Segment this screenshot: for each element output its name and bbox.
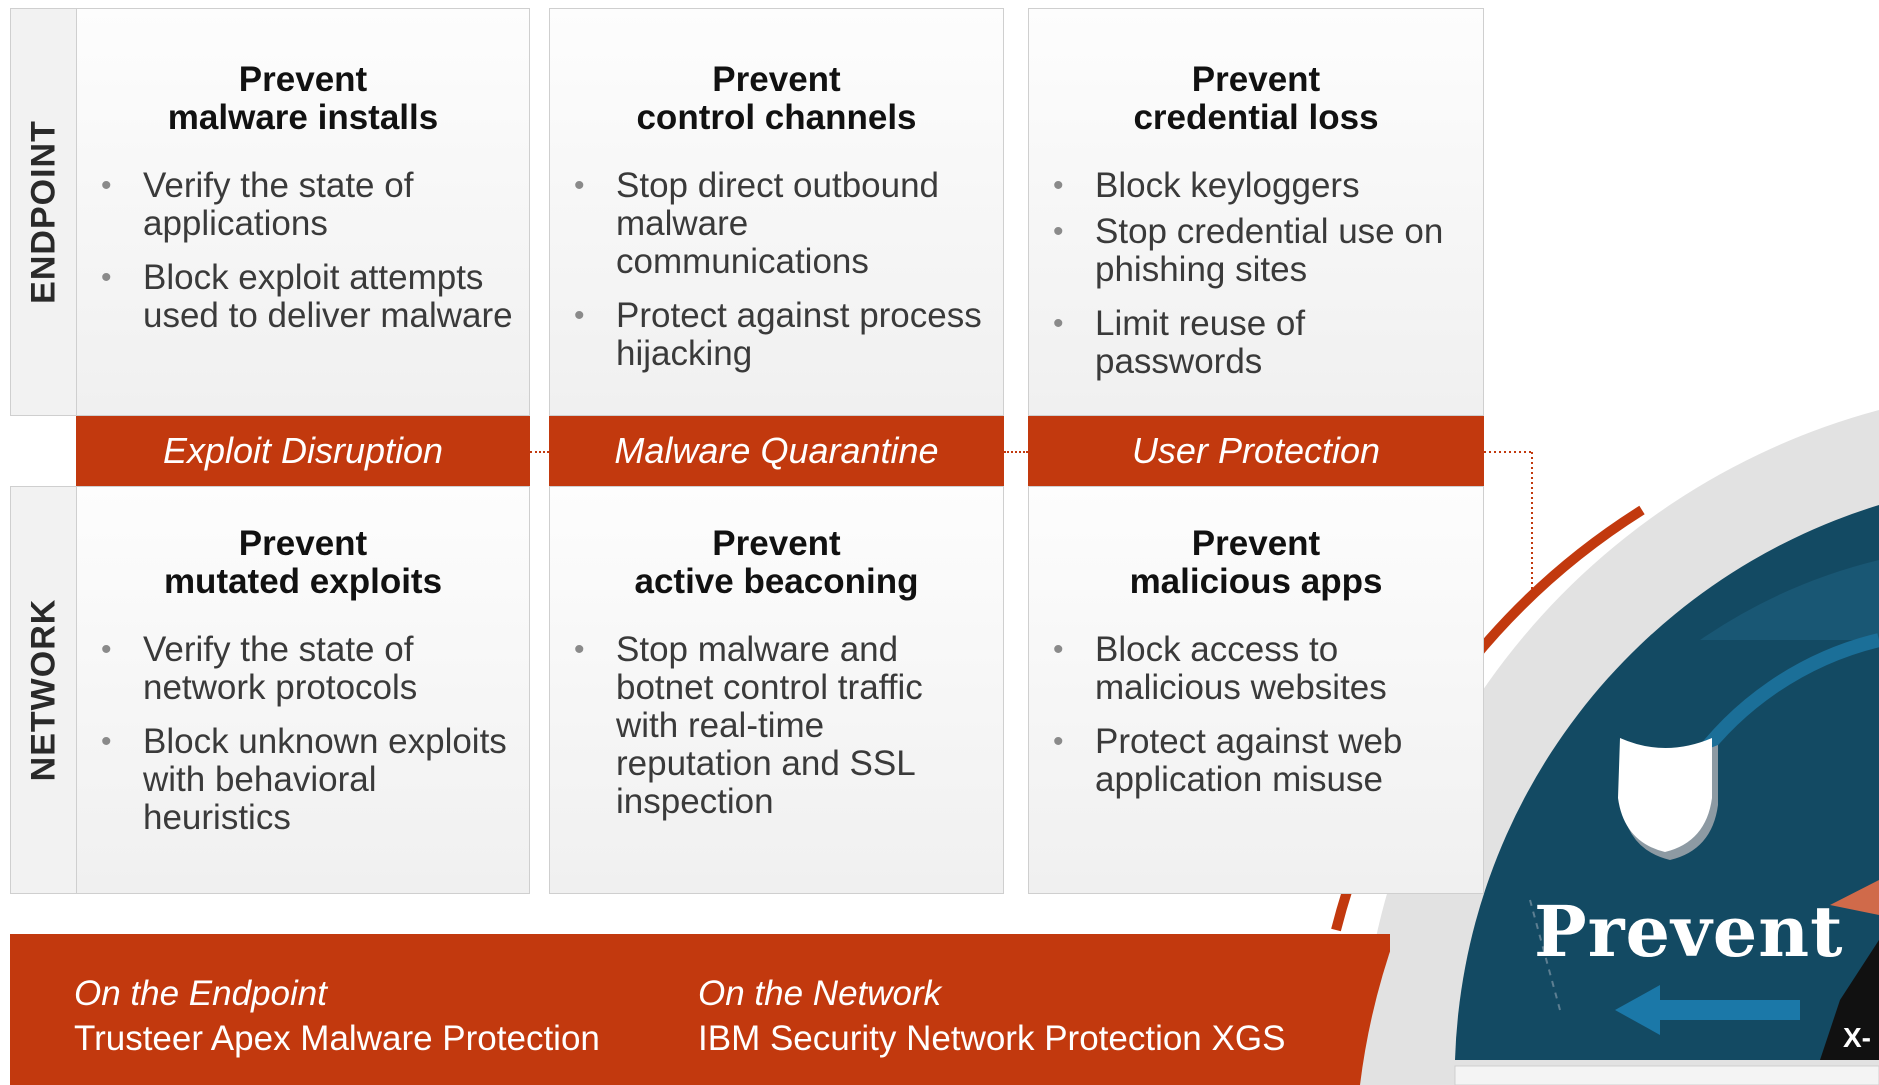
card-prevent-malware-installs: Prevent malware installs Verify the stat…: [76, 8, 530, 416]
corner-label: X-: [1843, 1022, 1871, 1053]
card-title: Prevent credential loss: [1133, 60, 1379, 137]
footer-network-heading: On the Network: [698, 974, 942, 1013]
product-footer-bar: On the Endpoint Trusteer Apex Malware Pr…: [10, 934, 1390, 1085]
card-title: Prevent active beaconing: [634, 524, 919, 601]
shield-icon: [1618, 738, 1718, 860]
card-title: Prevent malicious apps: [1129, 524, 1383, 601]
list-item: Verify the state of network protocols: [91, 631, 515, 707]
prevent-word: Prevent: [1534, 890, 1844, 973]
bullet-list: Stop malware and botnet control traffic …: [564, 631, 989, 821]
footer-network: On the Network IBM Security Network Prot…: [698, 972, 1285, 1062]
list-item: Verify the state of applications: [91, 167, 515, 243]
card-prevent-credential-loss: Prevent credential loss Block keyloggers…: [1028, 8, 1484, 416]
list-item: Protect against process hijacking: [564, 297, 989, 373]
band-exploit-disruption: Exploit Disruption: [76, 416, 530, 486]
list-item: Stop direct outbound malware communicati…: [564, 167, 989, 281]
card-prevent-malicious-apps: Prevent malicious apps Block access to m…: [1028, 486, 1484, 894]
dark-wedge: [1820, 940, 1879, 1060]
list-item: Limit reuse of passwords: [1043, 305, 1469, 381]
card-prevent-active-beaconing: Prevent active beaconing Stop malware an…: [549, 486, 1004, 894]
endpoint-side-label: ENDPOINT: [10, 8, 76, 416]
band-malware-quarantine: Malware Quarantine: [549, 416, 1004, 486]
endpoint-label: ENDPOINT: [24, 120, 62, 304]
connector: [530, 451, 549, 453]
bullet-list: Block keyloggers Stop credential use on …: [1043, 167, 1469, 381]
footer-network-product: IBM Security Network Protection XGS: [698, 1019, 1286, 1058]
card-prevent-mutated-exploits: Prevent mutated exploits Verify the stat…: [76, 486, 530, 894]
list-item: Protect against web application misuse: [1043, 723, 1469, 799]
bullet-list: Stop direct outbound malware communicati…: [564, 167, 989, 373]
network-side-label: NETWORK: [10, 486, 76, 894]
card-prevent-control-channels: Prevent control channels Stop direct out…: [549, 8, 1004, 416]
network-label: NETWORK: [24, 598, 62, 782]
footer-endpoint-product: Trusteer Apex Malware Protection: [74, 1019, 600, 1058]
bullet-list: Verify the state of applications Block e…: [91, 167, 515, 335]
footer-endpoint-heading: On the Endpoint: [74, 974, 327, 1013]
card-title: Prevent malware installs: [167, 60, 439, 137]
arrow-left-icon: [1615, 985, 1800, 1035]
card-title: Prevent control channels: [636, 60, 917, 137]
list-item: Block exploit attempts used to deliver m…: [91, 259, 515, 335]
panel-band-light: [1700, 560, 1879, 640]
list-item: Block keyloggers: [1043, 167, 1469, 206]
band-user-protection: User Protection: [1028, 416, 1484, 486]
footer-endpoint: On the Endpoint Trusteer Apex Malware Pr…: [74, 972, 600, 1062]
bullet-list: Block access to malicious websites Prote…: [1043, 631, 1469, 799]
bullet-list: Verify the state of network protocols Bl…: [91, 631, 515, 837]
list-item: Block unknown exploits with behavioral h…: [91, 723, 515, 837]
bottom-white-strip: [1454, 1065, 1879, 1085]
connector: [1004, 451, 1028, 453]
list-item: Block access to malicious websites: [1043, 631, 1469, 707]
list-item: Stop credential use on phishing sites: [1043, 213, 1469, 289]
card-title: Prevent mutated exploits: [163, 524, 443, 601]
list-item: Stop malware and botnet control traffic …: [564, 631, 989, 821]
arrow-icon: [1830, 880, 1879, 915]
